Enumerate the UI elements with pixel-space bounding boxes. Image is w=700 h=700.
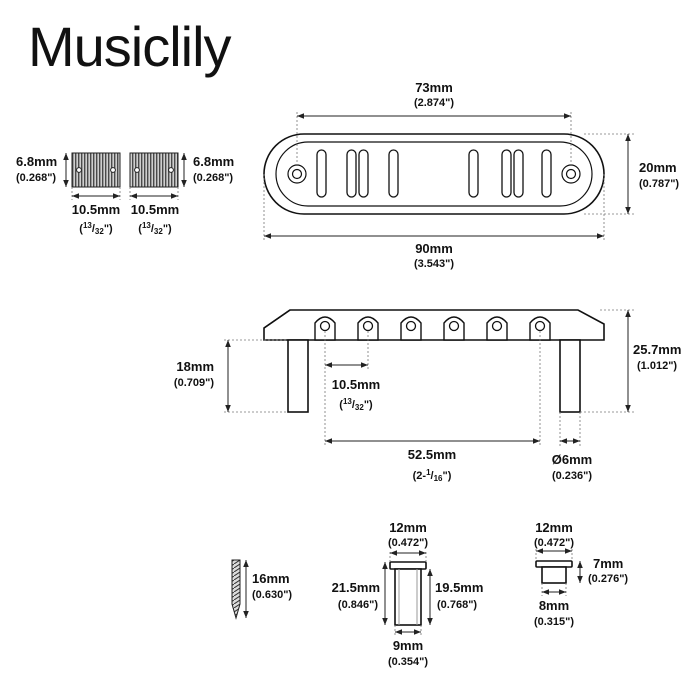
bushing-outer-height-inch: (0.846") xyxy=(338,599,378,611)
saddle-right-height-label: 6.8mm xyxy=(193,154,234,169)
dim-20mm-inch: (0.787") xyxy=(639,178,679,190)
bushing-shaft-inch: (0.354") xyxy=(388,656,428,668)
bushing-head xyxy=(389,561,427,570)
mount-hole-right xyxy=(561,164,581,184)
dim-post-diameter-label: Ø6mm xyxy=(552,452,592,467)
dim-25-7mm-inch: (1.012") xyxy=(637,360,677,372)
dim-post-diameter-inch: (0.236") xyxy=(552,470,592,482)
saddle-right-width-label: 10.5mm xyxy=(131,202,179,217)
dim-73mm-label: 73mm xyxy=(415,80,453,95)
ferrule-head xyxy=(535,560,573,568)
ferrule: 12mm (0.472") 7mm (0.276") 8mm (0.315") xyxy=(534,520,628,628)
dim-spacing-inch: (13/32") xyxy=(339,397,373,412)
bridge-top-view: 73mm (2.874") 90mm (3.543") 20mm (0.787"… xyxy=(263,80,679,270)
dim-90mm-label: 90mm xyxy=(415,241,453,256)
bushing-inner-height-label: 19.5mm xyxy=(435,580,483,595)
bushing-shaft-label: 9mm xyxy=(393,638,423,653)
ferrule-head-label: 12mm xyxy=(535,520,573,535)
ferrule-shaft xyxy=(541,566,567,584)
screw-length-label: 16mm xyxy=(252,571,290,586)
mount-hole-left xyxy=(287,164,307,184)
string-holes xyxy=(319,320,546,332)
dim-52-5mm-label: 52.5mm xyxy=(408,447,456,462)
saddle-right-width-inch: (13/32") xyxy=(138,221,172,236)
dim-90mm-inch: (3.543") xyxy=(414,258,454,270)
post-bushing: 12mm (0.472") 21.5mm (0.846") 19.5mm (0.… xyxy=(332,520,484,668)
saddle-left xyxy=(71,152,121,188)
screw-length-inch: (0.630") xyxy=(252,589,292,601)
brand-logo: Musiclily xyxy=(28,15,232,78)
saddle-right-height-inch: (0.268") xyxy=(193,172,233,184)
dim-25-7mm-label: 25.7mm xyxy=(633,342,681,357)
ferrule-height-inch: (0.276") xyxy=(588,573,628,585)
dim-73mm-inch: (2.874") xyxy=(414,97,454,109)
bushing-outer-height-label: 21.5mm xyxy=(332,580,380,595)
dim-18mm-inch: (0.709") xyxy=(174,377,214,389)
post-right xyxy=(559,339,581,413)
bridge-side-view: 18mm (0.709") 25.7mm (1.012") 10.5mm (13… xyxy=(174,309,681,483)
wood-screw: 16mm (0.630") xyxy=(231,559,292,620)
bushing-head-label: 12mm xyxy=(389,520,427,535)
ferrule-shaft-inch: (0.315") xyxy=(534,616,574,628)
dim-20mm-label: 20mm xyxy=(639,160,677,175)
saddle-slots xyxy=(316,149,552,198)
dim-18mm-label: 18mm xyxy=(176,359,214,374)
post-left xyxy=(287,339,309,413)
dim-spacing-label: 10.5mm xyxy=(332,377,380,392)
ferrule-shaft-label: 8mm xyxy=(539,598,569,613)
saddles-group: 6.8mm (0.268") 6.8mm (0.268") 10.5mm (13… xyxy=(16,152,234,236)
dim-52-5mm-inch: (2-1/16") xyxy=(413,468,452,483)
bushing-inner-height-inch: (0.768") xyxy=(437,599,477,611)
ferrule-height-label: 7mm xyxy=(593,556,623,571)
bushing-head-inch: (0.472") xyxy=(388,537,428,549)
saddle-right xyxy=(129,152,179,188)
ferrule-head-inch: (0.472") xyxy=(534,537,574,549)
saddle-left-width-label: 10.5mm xyxy=(72,202,120,217)
saddle-left-width-inch: (13/32") xyxy=(79,221,113,236)
saddle-left-height-inch: (0.268") xyxy=(16,172,56,184)
saddle-left-height-label: 6.8mm xyxy=(16,154,57,169)
